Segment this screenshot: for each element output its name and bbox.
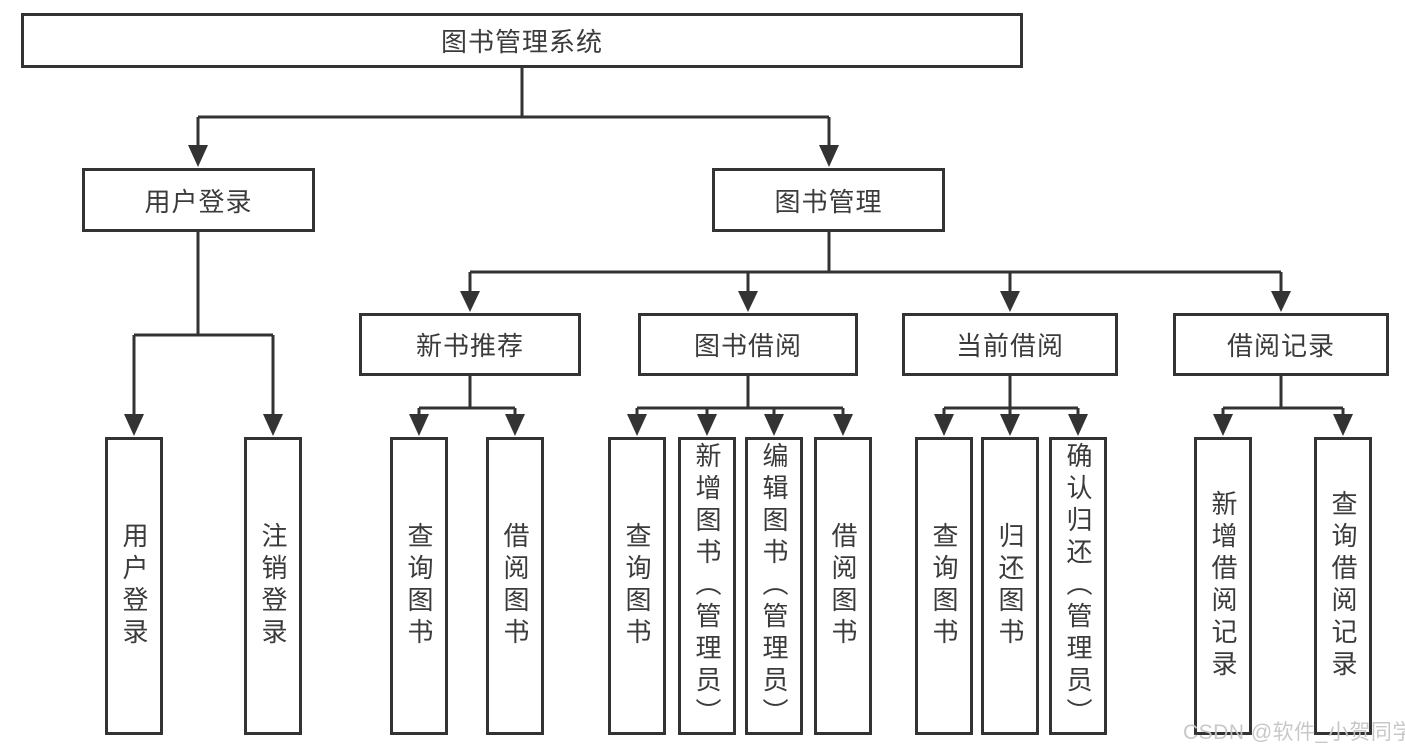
leaf-logout: 注销登录 xyxy=(244,437,302,735)
leaf-label: 确认归还（管理员） xyxy=(1063,442,1093,730)
node-user-login: 用户登录 xyxy=(82,168,315,232)
leaf-label: 查询图书 xyxy=(622,522,652,650)
leaf-label: 注销登录 xyxy=(258,522,288,650)
leaf-label: 借阅图书 xyxy=(828,522,858,650)
leaf-label: 查询图书 xyxy=(404,522,434,650)
node-book-borrow: 图书借阅 xyxy=(638,313,858,376)
node-borrow-records: 借阅记录 xyxy=(1173,313,1389,376)
leaf-current-query-books: 查询图书 xyxy=(915,437,973,735)
node-library-management-system: 图书管理系统 xyxy=(21,13,1023,68)
leaf-records-query-record: 查询借阅记录 xyxy=(1314,437,1372,735)
connector-new-book-recommend-children xyxy=(409,376,525,436)
leaf-borrow-borrow-books: 借阅图书 xyxy=(814,437,872,735)
leaf-label: 用户登录 xyxy=(119,522,149,650)
leaf-label: 借阅图书 xyxy=(500,522,530,650)
leaf-recommend-query-books: 查询图书 xyxy=(390,437,448,735)
connector-current-borrow-children xyxy=(934,376,1088,436)
node-new-book-recommend: 新书推荐 xyxy=(359,313,581,376)
connector-user-login-children xyxy=(124,232,283,436)
leaf-label: 查询借阅记录 xyxy=(1328,490,1358,682)
node-book-management: 图书管理 xyxy=(712,168,945,232)
watermark-text: CSDN @软件_小贺同学 xyxy=(1183,721,1405,744)
leaf-label: 新增借阅记录 xyxy=(1208,490,1238,682)
leaf-borrow-add-books-admin: 新增图书（管理员） xyxy=(678,437,736,735)
connector-borrow-records-children xyxy=(1213,376,1353,436)
leaf-label: 查询图书 xyxy=(929,522,959,650)
leaf-label: 编辑图书（管理员） xyxy=(759,442,789,730)
connector-book-management-children xyxy=(460,232,1291,312)
leaf-recommend-borrow-books: 借阅图书 xyxy=(486,437,544,735)
leaf-records-add-record: 新增借阅记录 xyxy=(1194,437,1252,735)
leaf-borrow-query-books: 查询图书 xyxy=(608,437,666,735)
leaf-current-return-books: 归还图书 xyxy=(981,437,1039,735)
node-current-borrow: 当前借阅 xyxy=(902,313,1118,376)
leaf-user-login: 用户登录 xyxy=(105,437,163,735)
leaf-current-confirm-return-admin: 确认归还（管理员） xyxy=(1049,437,1107,735)
leaf-label: 归还图书 xyxy=(995,522,1025,650)
leaf-label: 新增图书（管理员） xyxy=(692,442,722,730)
leaf-borrow-edit-books-admin: 编辑图书（管理员） xyxy=(745,437,803,735)
connector-book-borrow-children xyxy=(627,376,853,436)
connector-root-to-level2 xyxy=(188,66,839,167)
